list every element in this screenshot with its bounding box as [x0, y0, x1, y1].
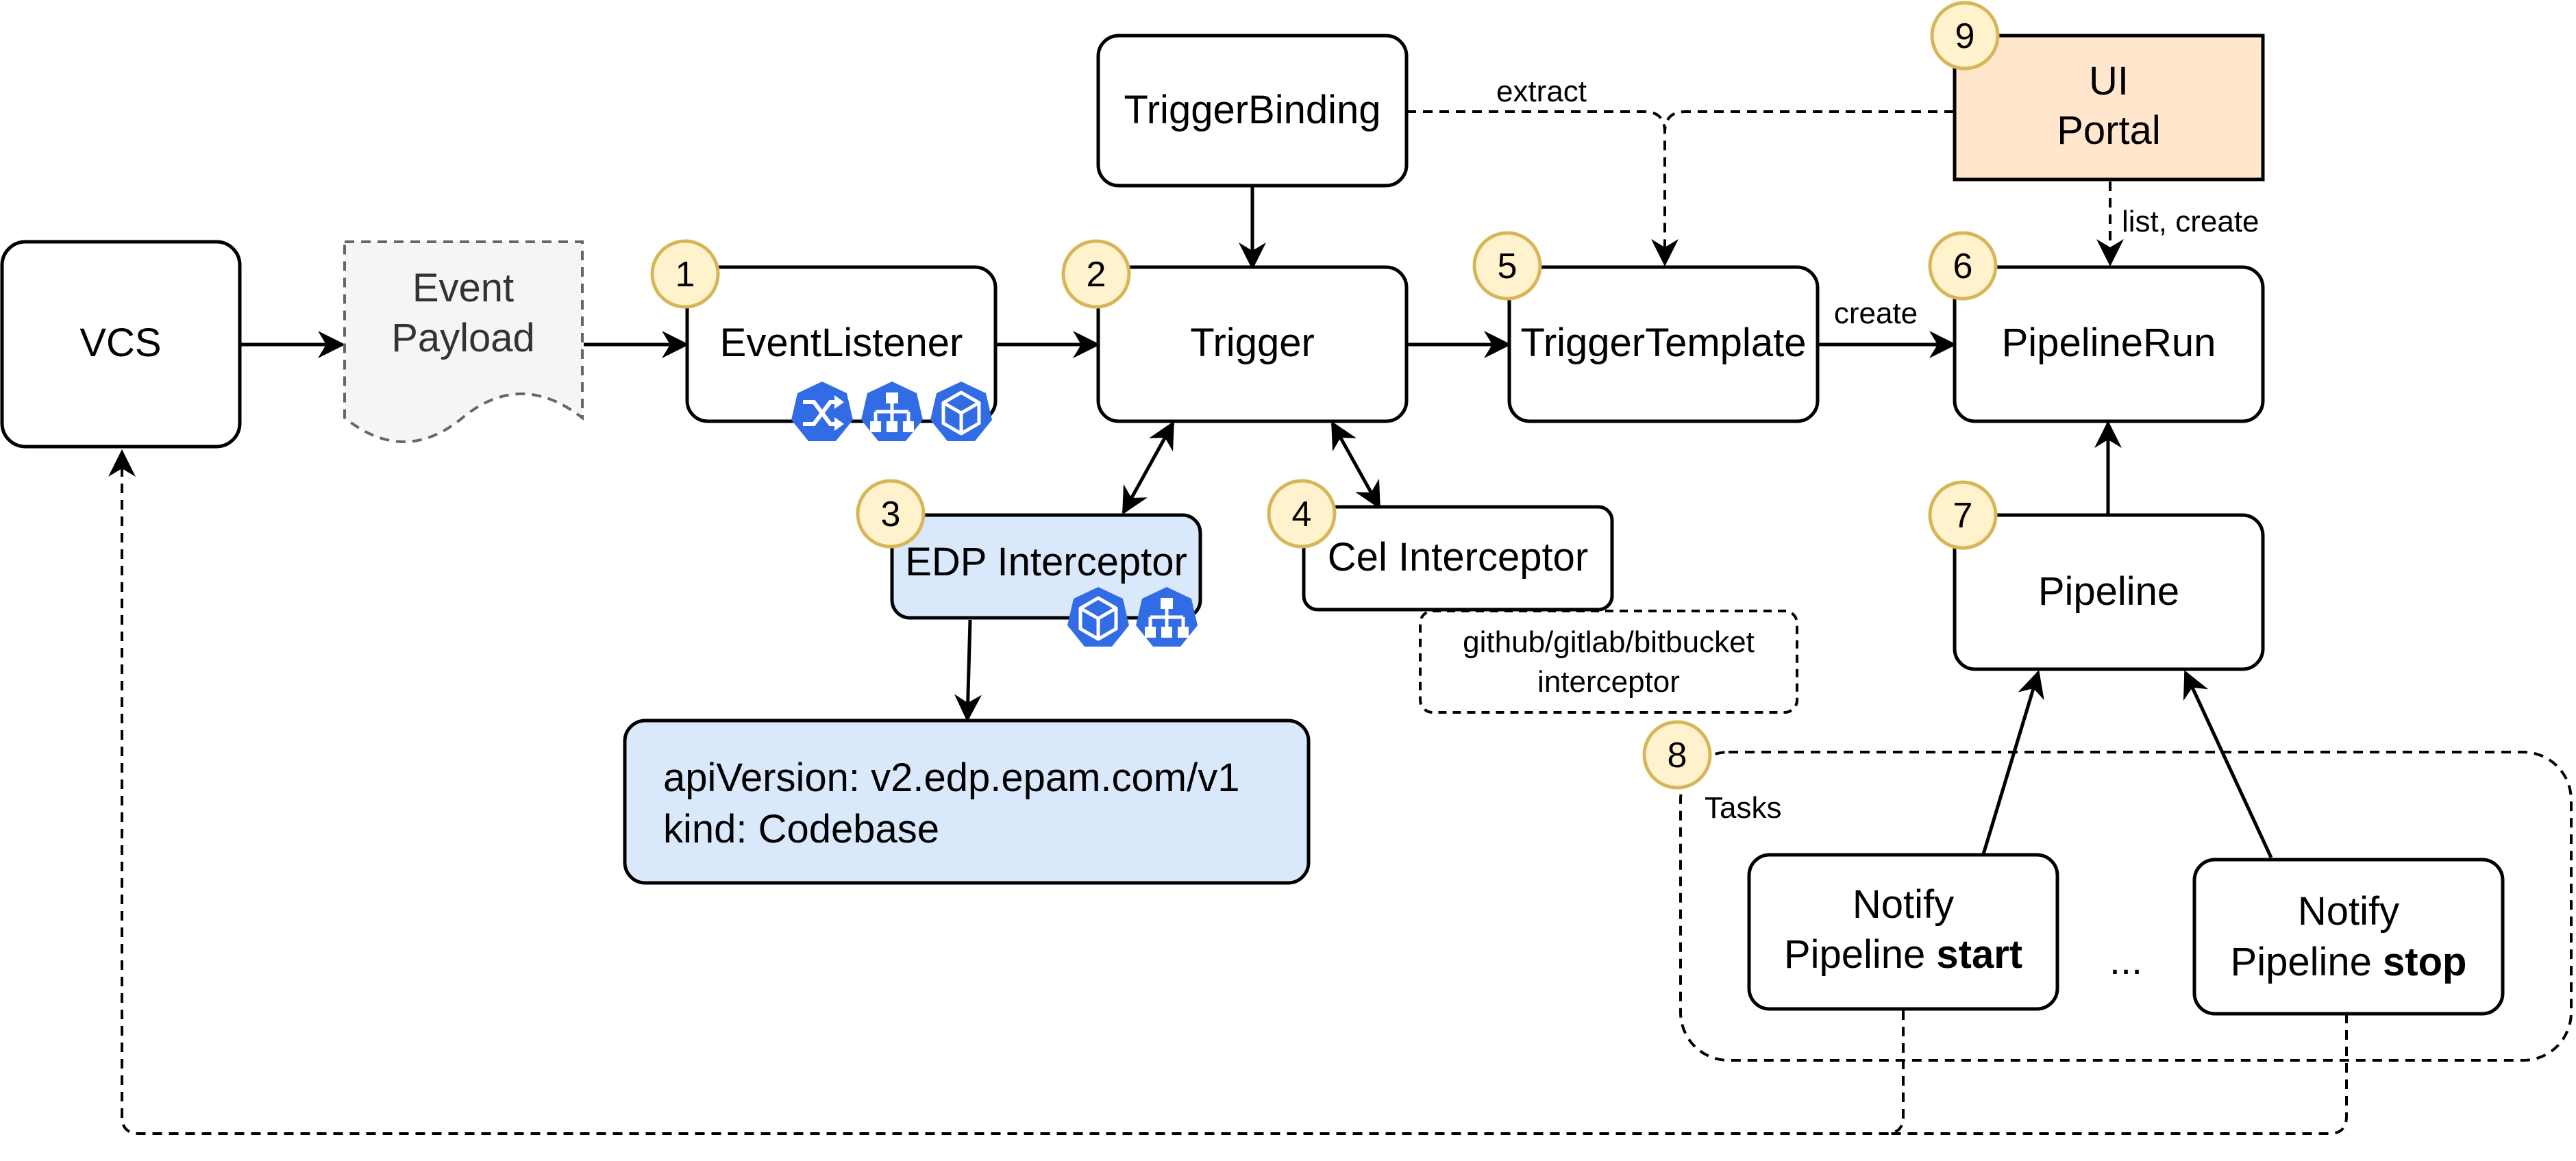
event-listener-icons: [791, 382, 992, 441]
codebase-api-version: apiVersion: v2.edp.epam.com/v1: [663, 756, 1239, 800]
badge-3: 3: [856, 479, 926, 549]
tasks-ellipsis: ...: [2109, 938, 2142, 983]
cel-interceptor-label: Cel Interceptor: [1328, 535, 1588, 579]
dashed-edges: [108, 110, 2348, 1135]
badge-5: 5: [1472, 231, 1542, 301]
vcs-label: VCS: [79, 321, 161, 365]
trigger-label: Trigger: [1190, 321, 1315, 365]
trigger-template-node[interactable]: TriggerTemplate: [1507, 265, 1820, 423]
cube-icon: [930, 382, 992, 441]
network-tree-icon: [1136, 587, 1198, 647]
svg-text:3: 3: [881, 495, 901, 534]
codebase-kind: kind: Codebase: [663, 807, 939, 851]
notify-stop-line2: Pipeline stop: [2231, 940, 2467, 984]
tasks-group: Tasks ...: [1679, 751, 2573, 1062]
edge-notify-stop-to-pipeline: [2183, 670, 2273, 859]
svg-text:8: 8: [1668, 736, 1687, 775]
ui-portal-label-line2: Portal: [2057, 108, 2161, 153]
edge-uiportal-to-triggertemplate: [1663, 110, 1954, 133]
svg-text:6: 6: [1953, 247, 1973, 286]
edge-notify-to-vcs: [108, 449, 1905, 1135]
badge-2: 2: [1061, 239, 1131, 309]
notify-start-node[interactable]: Notify Pipeline start: [1747, 853, 2059, 1011]
ui-portal-node[interactable]: UI Portal: [1953, 34, 2265, 182]
edge-trigger-cel-interceptor: [1330, 421, 1381, 510]
trigger-binding-label: TriggerBinding: [1124, 88, 1380, 132]
cel-interceptor-node[interactable]: Cel Interceptor: [1302, 505, 1614, 612]
cube-icon: [1067, 587, 1129, 647]
edge-label-list-create: list, create: [2122, 205, 2259, 238]
event-listener-node[interactable]: EventListener: [685, 265, 998, 423]
pipeline-node[interactable]: Pipeline: [1953, 513, 2265, 671]
svg-text:1: 1: [676, 255, 695, 295]
event-payload-label-line1: Event: [412, 266, 514, 310]
vcs-interceptor-line2: interceptor: [1537, 665, 1680, 699]
edge-label-create: create: [1834, 297, 1918, 330]
svg-text:4: 4: [1292, 495, 1312, 534]
ui-portal-label-line1: UI: [2089, 59, 2129, 103]
notify-start-line1: Notify: [1853, 882, 1954, 927]
badge-4: 4: [1267, 479, 1337, 549]
edge-trigger-edp-interceptor: [1122, 421, 1175, 515]
badge-6: 6: [1928, 231, 1998, 301]
notify-start-line2: Pipeline start: [1784, 932, 2022, 977]
trigger-binding-node[interactable]: TriggerBinding: [1096, 34, 1409, 188]
edp-interceptor-label: EDP Interceptor: [905, 540, 1187, 584]
notify-stop-line2-prefix: Pipeline: [2231, 940, 2383, 984]
edp-interceptor-icons: [1067, 587, 1198, 647]
vcs-interceptor-line1: github/gitlab/bitbucket: [1463, 625, 1755, 659]
shuffle-icon: [791, 382, 853, 441]
pipeline-label: Pipeline: [2038, 569, 2179, 614]
pipeline-run-node[interactable]: PipelineRun: [1953, 265, 2265, 423]
notify-stop-node[interactable]: Notify Pipeline stop: [2192, 858, 2505, 1016]
svg-text:9: 9: [1955, 16, 1975, 56]
number-badges: 1 2 3 4 5 6 7 8: [650, 1, 2000, 790]
edge-notify-stop-to-vcs: [1886, 1014, 2348, 1135]
svg-text:5: 5: [1498, 247, 1518, 286]
trigger-node[interactable]: Trigger: [1096, 265, 1409, 423]
event-payload-label-line2: Payload: [391, 316, 535, 360]
badge-9: 9: [1930, 1, 2000, 71]
edge-label-extract: extract: [1496, 75, 1587, 108]
edp-interceptor-node[interactable]: EDP Interceptor: [890, 513, 1202, 620]
edge-edp-to-codebase: [954, 619, 982, 722]
badge-1: 1: [650, 239, 720, 309]
badge-7: 7: [1928, 480, 1998, 550]
svg-text:2: 2: [1087, 255, 1106, 295]
notify-start-line2-prefix: Pipeline: [1784, 932, 1936, 977]
vcs-interceptor-note: github/gitlab/bitbucket interceptor: [1419, 610, 1798, 714]
edge-triggerbinding-extract: [1407, 110, 1679, 266]
event-listener-label: EventListener: [720, 321, 963, 365]
notify-stop-line1: Notify: [2298, 889, 2399, 934]
notify-start-line2-bold: start: [1936, 932, 2022, 977]
event-payload-node[interactable]: Event Payload: [343, 240, 584, 443]
trigger-template-label: TriggerTemplate: [1521, 321, 1807, 365]
badge-8: 8: [1642, 720, 1712, 790]
svg-text:7: 7: [1953, 496, 1973, 536]
network-tree-icon: [861, 382, 923, 441]
codebase-node[interactable]: apiVersion: v2.edp.epam.com/v1 kind: Cod…: [623, 719, 1311, 885]
pipeline-run-label: PipelineRun: [2002, 321, 2216, 365]
vcs-node[interactable]: VCS: [0, 240, 242, 449]
notify-stop-line2-bold: stop: [2383, 940, 2466, 984]
edges: [241, 186, 2273, 859]
edge-notify-start-to-pipeline: [1981, 670, 2044, 855]
tasks-label: Tasks: [1705, 791, 1781, 825]
